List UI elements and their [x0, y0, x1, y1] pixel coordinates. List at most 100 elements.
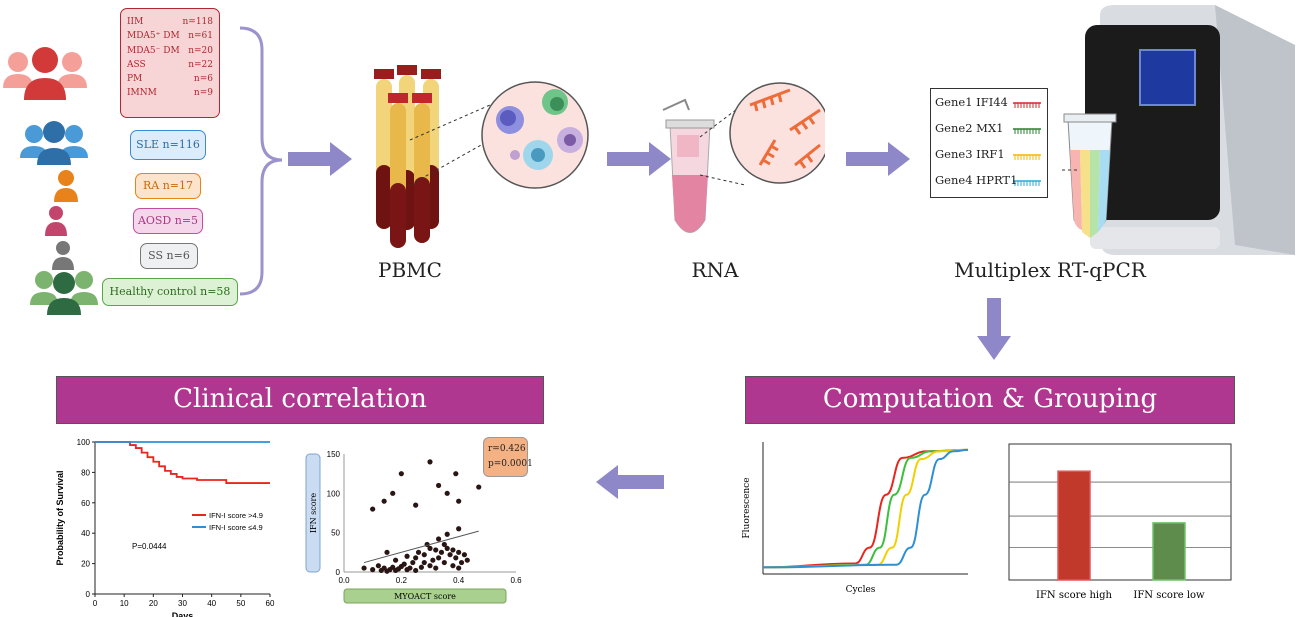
scatter-point: [393, 557, 399, 563]
person-gray-icon: [52, 241, 74, 270]
scatter-point: [453, 555, 459, 561]
scatter-point: [370, 506, 376, 512]
x-tick-label: 0: [93, 599, 98, 608]
people-blue-icon: [20, 121, 88, 165]
scatter-point: [398, 471, 404, 477]
y-tick-label: 20: [81, 560, 90, 569]
aosd-group-box: AOSD n=5: [133, 208, 203, 234]
fit-line: [363, 530, 479, 564]
cohort-bracket: [239, 26, 283, 296]
scatter-point: [456, 549, 462, 555]
scatter-point: [415, 549, 422, 555]
y-axis-label: IFN score: [309, 493, 318, 533]
blood-tubes-icon: [374, 65, 441, 248]
scatter-point: [453, 471, 459, 477]
legend-label: IFN-I score ≤4.9: [209, 523, 263, 532]
x-label-pill: [343, 588, 507, 604]
y-tick-label: 50: [331, 529, 340, 538]
x-tick-label: 20: [149, 599, 158, 608]
x-tick-label: 40: [207, 599, 216, 608]
scatter-point: [436, 482, 442, 489]
y-tick-label: 0: [86, 590, 91, 599]
gene-line-icon: [1013, 128, 1041, 134]
y-tick-label: 0: [336, 568, 341, 577]
scatter-point: [427, 459, 433, 465]
y-tick-label: 100: [77, 438, 91, 447]
qpcr-label: Multiplex RT-qPCR: [954, 258, 1146, 282]
x-tick-label: 0.0: [338, 576, 350, 585]
bar: [1152, 522, 1186, 581]
x-tick-label: 10: [120, 599, 129, 608]
y-tick-label: 100: [327, 489, 341, 498]
scatter-point: [456, 498, 462, 504]
pbmc-cells-zoom: [409, 81, 589, 189]
scatter-point: [407, 565, 413, 571]
gene-line-icon: [1013, 102, 1041, 108]
scatter-point: [436, 555, 442, 561]
gene-label: Gene2 MX1: [935, 121, 1004, 135]
scatter-point: [427, 563, 433, 569]
scatter-point: [413, 555, 419, 561]
gene-legend-lines: [1013, 102, 1041, 186]
people-red-icon: [3, 47, 87, 100]
scatter-point: [433, 547, 439, 553]
scatter-point: [444, 545, 450, 551]
x-axis-label: Days: [172, 611, 194, 617]
scatter-point: [444, 490, 450, 496]
people-green-icon: [30, 271, 98, 315]
scatter-point: [433, 565, 439, 571]
screen-icon: [1139, 49, 1196, 106]
rna-tube-icon: [662, 82, 825, 233]
y-label-pill: [305, 453, 321, 573]
legend-label: IFN-I score >4.9: [209, 511, 263, 520]
sle-group-box: SLE n=116: [130, 130, 206, 160]
category-label: IFN score high: [1036, 590, 1112, 601]
y-axis-label: Fluorescence: [742, 477, 752, 538]
survival-curve: [95, 441, 270, 484]
p-value-annotation: P=0.0444: [132, 542, 167, 551]
r-value: r=0.426: [488, 444, 526, 454]
scatter-point: [458, 559, 465, 566]
rna-strand-icon: [749, 88, 821, 169]
qpcr-machine-icon: [1085, 5, 1295, 255]
ss-group-box: SS n=6: [140, 243, 198, 269]
person-pink-icon: [45, 206, 67, 236]
healthy-group-box: Healthy control n=58: [102, 278, 238, 306]
arrow-icon: [596, 465, 664, 499]
arrow-icon: [846, 142, 910, 176]
x-tick-label: 60: [266, 599, 275, 608]
plot-frame: [1008, 443, 1232, 581]
gene-label: Gene3 IRF1: [935, 147, 1005, 161]
scatter-point: [476, 484, 482, 490]
category-label: IFN score low: [1133, 590, 1205, 601]
scatter-point: [404, 553, 410, 559]
scatter-point: [456, 565, 462, 571]
multiplex-tube-icon: [1060, 113, 1117, 238]
y-tick-label: 40: [81, 529, 90, 538]
scatter-point: [450, 547, 456, 553]
scatter-point: [464, 557, 470, 563]
scatter-point: [410, 559, 416, 566]
y-axis-label: Probability of Survival: [55, 470, 65, 565]
scatter-point: [390, 490, 396, 496]
x-axis-label: MYOACT score: [394, 592, 456, 601]
scatter-point: [438, 549, 445, 555]
x-tick-label: 0.2: [396, 576, 408, 585]
amplification-curve: [762, 448, 969, 569]
scatter-point: [384, 549, 390, 555]
scatter-point: [421, 552, 427, 558]
x-axis-label: Cycles: [846, 585, 876, 595]
x-tick-label: 0.4: [453, 576, 465, 585]
scatter-point: [370, 567, 376, 573]
y-tick-label: 80: [81, 468, 90, 477]
scatter-point: [421, 559, 427, 566]
clinical-correlation-banner: Clinical correlation: [56, 376, 544, 424]
y-tick-label: 150: [327, 450, 341, 459]
